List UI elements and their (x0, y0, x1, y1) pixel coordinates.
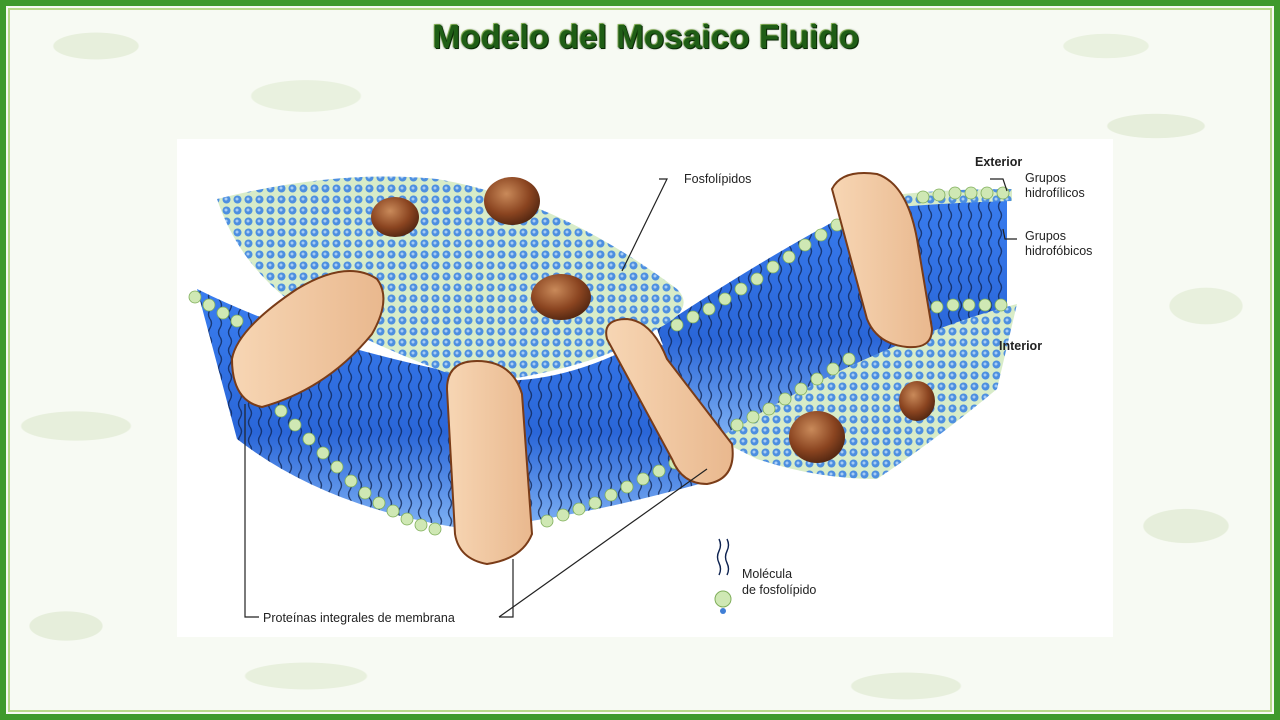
label-grupos-hidrofilicos-2: hidrofílicos (1025, 186, 1085, 200)
outer-leaflet-heads (217, 176, 684, 384)
integral-proteins (230, 172, 934, 566)
leader-lines (244, 178, 1017, 618)
label-exterior: Exterior (975, 155, 1023, 169)
peripheral-proteins (371, 177, 935, 463)
membrane-illustration (188, 172, 1017, 618)
label-grupos-hidrofilicos-1: Grupos (1025, 171, 1066, 185)
fluid-mosaic-diagram: Fosfolípidos Exterior Grupos hidrofílico… (177, 139, 1113, 637)
label-interior: Interior (999, 339, 1043, 353)
label-grupos-hidrofobicos-2: hidrofóbicos (1025, 244, 1093, 258)
phospholipid-molecule-icon (714, 538, 732, 614)
slide-title: Modelo del Mosaico Fluido (432, 18, 860, 55)
label-proteinas-integrales: Proteínas integrales de membrana (263, 611, 455, 625)
label-molecula-1: Molécula (742, 567, 793, 581)
label-fosfolipidos: Fosfolípidos (684, 172, 752, 186)
label-molecula-2: de fosfolípido (742, 583, 817, 597)
label-grupos-hidrofobicos-1: Grupos (1025, 229, 1066, 243)
edge-head-rows (188, 186, 1010, 536)
